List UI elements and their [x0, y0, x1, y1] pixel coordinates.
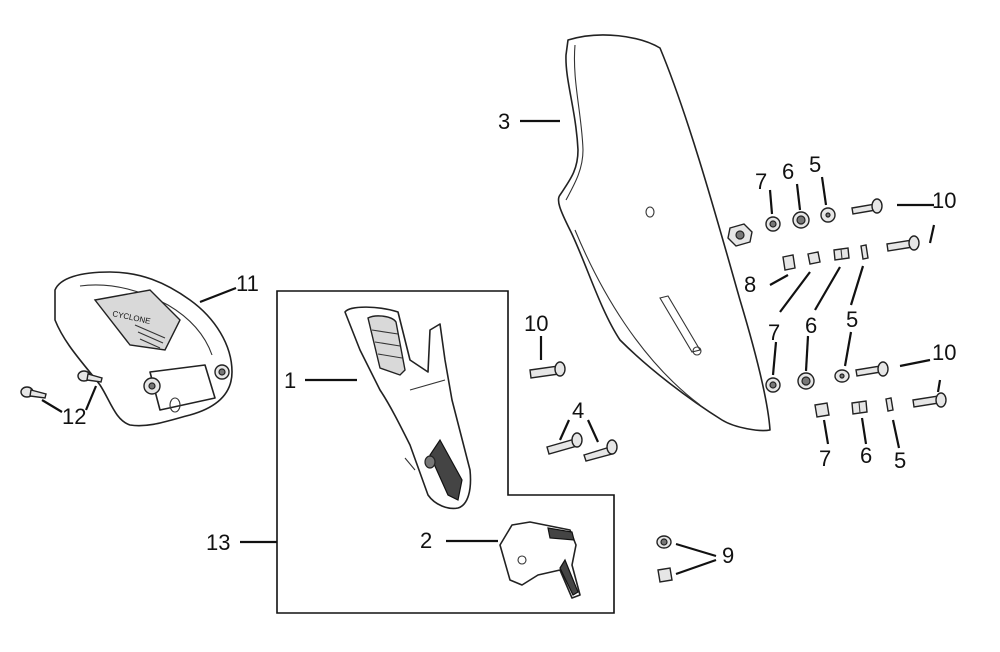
callout-1: 1	[284, 368, 296, 393]
washer-part-5-lower	[834, 369, 850, 383]
callout-labels: 1 2 3 4 5 5 5 5 6 6 6 6 7 7 7 7 8 9 10 1…	[62, 109, 956, 568]
callout-5-lower-side: 5	[894, 448, 906, 473]
callout-9: 9	[722, 543, 734, 568]
callout-5-upper-side: 5	[846, 307, 858, 332]
grommet-part-6-lower	[797, 372, 815, 390]
screw-part-12-right	[77, 370, 103, 383]
grommet-part-6-upper	[792, 211, 810, 229]
nut-part-9-b	[657, 567, 673, 583]
windshield-part-3	[557, 34, 771, 432]
callout-7-upper-side: 7	[768, 320, 780, 345]
callout-8: 8	[744, 272, 756, 297]
callout-2: 2	[420, 528, 432, 553]
callout-6-upper: 6	[782, 159, 794, 184]
spacer-part-7-lower-side	[814, 402, 830, 418]
callout-11: 11	[236, 271, 259, 296]
screw-part-12-left	[20, 386, 47, 399]
leader-lines	[41, 119, 942, 576]
callout-10-upper: 10	[932, 188, 956, 213]
callout-3: 3	[498, 109, 510, 134]
bolt-part-10-center	[529, 361, 566, 379]
nut-part-8	[727, 223, 753, 247]
callout-4: 4	[572, 398, 584, 423]
callout-6-lower-side: 6	[860, 443, 872, 468]
spacer-part-7-upper-side	[782, 251, 821, 271]
bracket-part-1	[344, 306, 472, 510]
washer-part-5-lower-side	[885, 397, 894, 412]
assembly-frame-part-13	[276, 290, 615, 614]
callout-10-lower: 10	[932, 340, 956, 365]
washer-part-5-upper-side	[860, 244, 869, 260]
bolt-part-10-lower	[855, 361, 889, 377]
bolt-part-4-a	[546, 432, 583, 455]
spacer-part-7-lower	[765, 377, 781, 393]
nut-part-9-a	[656, 535, 672, 549]
clip-part-2	[499, 521, 581, 599]
callout-13: 13	[206, 530, 230, 555]
callout-7-lower-side: 7	[819, 446, 831, 471]
callout-7-upper: 7	[755, 169, 767, 194]
grommet-part-6-lower-side	[851, 400, 868, 415]
callout-6-upper-side: 6	[805, 313, 817, 338]
callout-10-center: 10	[524, 311, 548, 336]
callout-12: 12	[62, 404, 86, 429]
headlight-cowl-part-11: CYCLONE	[54, 271, 233, 427]
bolt-part-4-b	[583, 439, 618, 462]
bolt-part-10-upper	[851, 198, 883, 215]
grommet-part-6-upper-side	[833, 247, 850, 261]
callout-5-upper: 5	[809, 152, 821, 177]
bolt-part-10-upper-side	[886, 235, 920, 252]
washer-part-5-upper	[820, 207, 836, 223]
bolt-part-10-lower-side	[912, 392, 947, 408]
spacer-part-7-upper	[765, 216, 781, 232]
